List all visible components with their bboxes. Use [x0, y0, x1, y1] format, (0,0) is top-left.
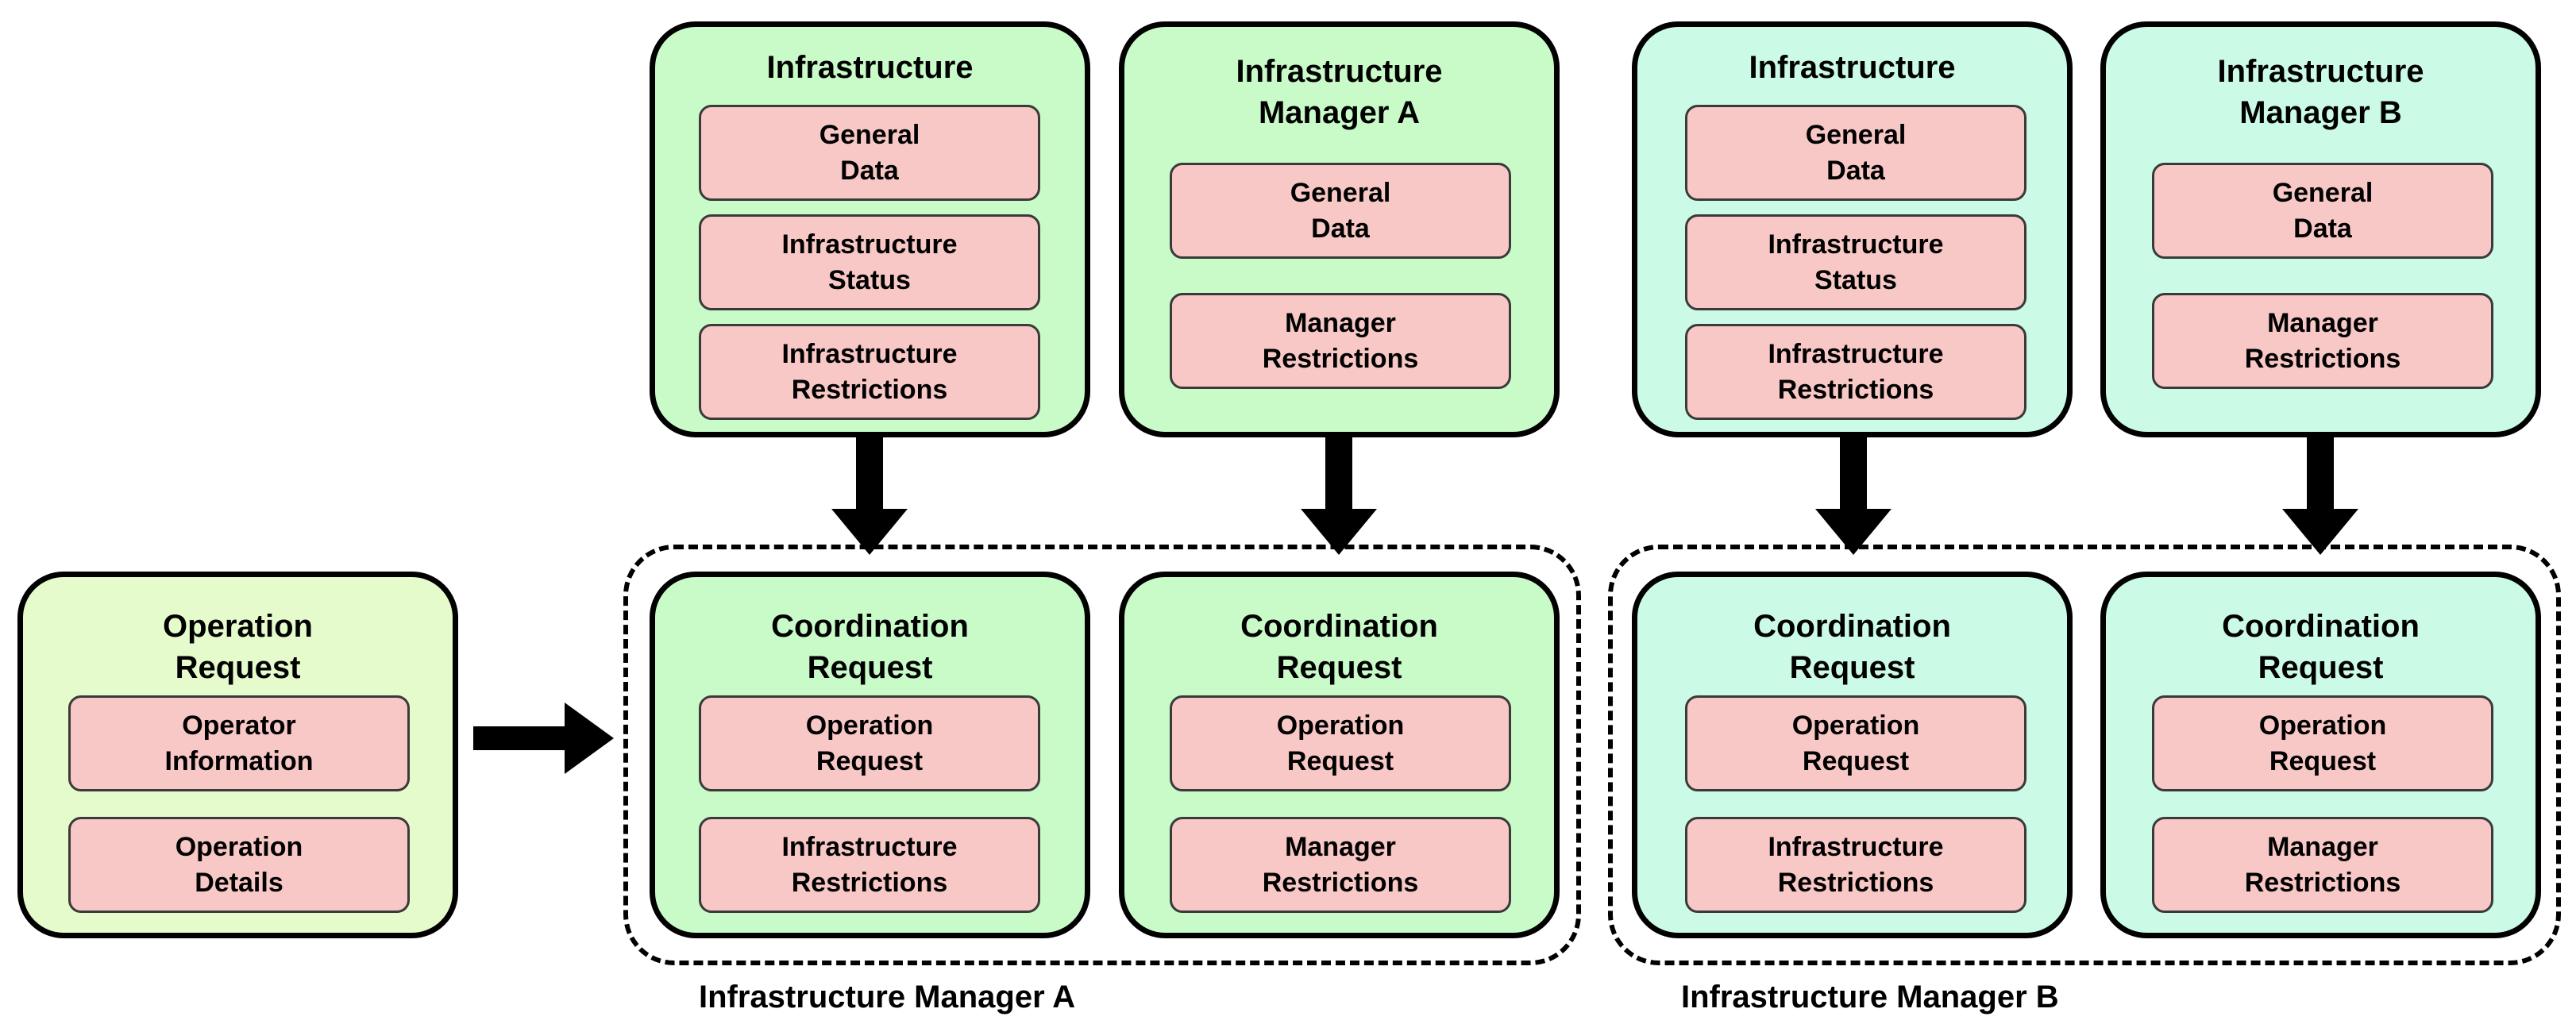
infrastructure-restrictions-item: Infrastructure Restrictions — [699, 817, 1040, 913]
general-data-item: General Data — [2152, 163, 2493, 259]
infrastructure-b-title: Infrastructure — [1749, 50, 1956, 85]
infrastructure-status-item: Infrastructure Status — [1685, 214, 2026, 310]
coordination-request-title: Coordination Request — [1753, 609, 1951, 685]
general-data-item: General Data — [1170, 163, 1511, 259]
coordination-request-title: Coordination Request — [2222, 609, 2420, 685]
down-arrow-icon — [1301, 437, 1377, 555]
manager-restrictions-item: Manager Restrictions — [1170, 817, 1511, 913]
infrastructure-manager-b-title: Infrastructure Manager B — [2217, 54, 2424, 130]
coordination-request-title: Coordination Request — [771, 609, 969, 685]
coordination-request-title: Coordination Request — [1240, 609, 1438, 685]
manager-restrictions-item: Manager Restrictions — [2152, 817, 2493, 913]
coordination-request-b-infrastructure-box: Coordination Request Operation Request I… — [1632, 572, 2073, 938]
infrastructure-manager-b-label: Infrastructure Manager B — [1681, 980, 2059, 1015]
infrastructure-restrictions-item: Infrastructure Restrictions — [1685, 817, 2026, 913]
infrastructure-manager-a-box: Infrastructure Manager A General Data Ma… — [1119, 21, 1560, 437]
operator-information-item: Operator Information — [68, 695, 410, 791]
operation-request-item: Operation Request — [1685, 695, 2026, 791]
down-arrow-icon — [831, 437, 908, 555]
operation-request-box: Operation Request Operator Information O… — [17, 572, 458, 938]
infrastructure-a-title: Infrastructure — [766, 50, 974, 85]
infrastructure-a-box: Infrastructure General Data Infrastructu… — [650, 21, 1090, 437]
coordination-request-a-infrastructure-box: Coordination Request Operation Request I… — [650, 572, 1090, 938]
general-data-item: General Data — [699, 105, 1040, 201]
operation-request-item: Operation Request — [699, 695, 1040, 791]
infrastructure-manager-b-group — [1608, 545, 2561, 965]
operation-request-item: Operation Request — [1170, 695, 1511, 791]
down-arrow-icon — [1815, 437, 1892, 555]
infrastructure-b-box: Infrastructure General Data Infrastructu… — [1632, 21, 2073, 437]
coordination-request-b-manager-box: Coordination Request Operation Request M… — [2100, 572, 2541, 938]
infrastructure-restrictions-item: Infrastructure Restrictions — [699, 324, 1040, 420]
coordination-request-a-manager-box: Coordination Request Operation Request M… — [1119, 572, 1560, 938]
general-data-item: General Data — [1685, 105, 2026, 201]
right-arrow-icon — [473, 703, 614, 774]
infrastructure-restrictions-item: Infrastructure Restrictions — [1685, 324, 2026, 420]
operation-details-item: Operation Details — [68, 817, 410, 913]
infrastructure-manager-a-title: Infrastructure Manager A — [1236, 54, 1443, 130]
infrastructure-manager-a-group — [623, 545, 1581, 965]
infrastructure-status-item: Infrastructure Status — [699, 214, 1040, 310]
manager-restrictions-item: Manager Restrictions — [2152, 293, 2493, 389]
operation-request-item: Operation Request — [2152, 695, 2493, 791]
infrastructure-manager-b-box: Infrastructure Manager B General Data Ma… — [2100, 21, 2541, 437]
operation-request-title: Operation Request — [163, 609, 313, 685]
manager-restrictions-item: Manager Restrictions — [1170, 293, 1511, 389]
infrastructure-manager-a-label: Infrastructure Manager A — [699, 980, 1076, 1015]
down-arrow-icon — [2282, 437, 2358, 555]
